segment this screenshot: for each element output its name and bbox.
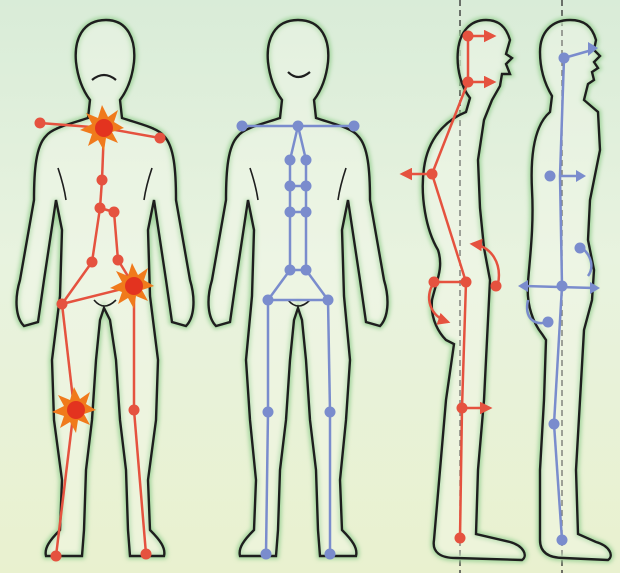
body-outline [209,20,388,556]
body-outline [17,20,194,556]
figure-front-aligned [209,20,388,560]
figure-side-aligned [518,0,611,573]
figure-front-misaligned [17,20,194,562]
figure-side-misaligned [402,0,525,573]
body-outline [423,20,525,560]
body-outline [528,20,611,560]
